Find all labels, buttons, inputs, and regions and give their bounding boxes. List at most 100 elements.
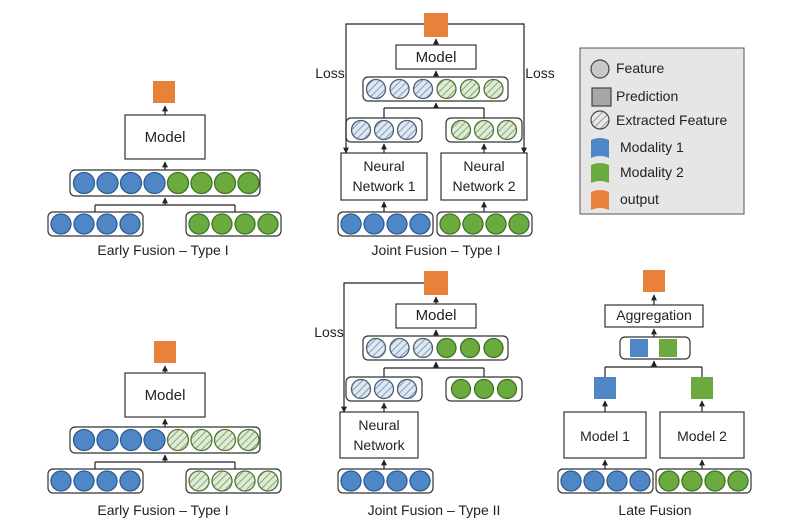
early2-modality2-container	[185, 468, 282, 494]
late-modality1-prediction	[594, 377, 616, 399]
early1-concat-feature-2	[96, 171, 119, 195]
joint2-modality1-feature-4	[409, 470, 431, 492]
early1-concat-feature-5	[166, 171, 190, 195]
joint2-loss: Loss	[314, 324, 344, 340]
joint2-modality1-container	[337, 468, 434, 494]
early1-modality1-container	[47, 211, 144, 237]
joint1-modality1-feature-2	[363, 213, 385, 235]
joint2-model-box	[395, 303, 477, 329]
joint2-extracted-feature-3	[396, 378, 418, 400]
early1-output-square	[153, 81, 175, 103]
joint1-modality2-feature-2	[462, 213, 484, 235]
early1-concat-feature-3	[119, 171, 143, 195]
joint1-loss-left: Loss	[315, 65, 345, 81]
early2-concat-feature-5	[166, 428, 190, 452]
early2-modality2-feature-3	[234, 470, 256, 492]
legend-extracted-icon	[590, 110, 610, 130]
joint2-modality2-feature-2	[473, 378, 495, 400]
joint2-concat-feature-5	[459, 337, 481, 359]
joint1-concat-feature-6	[483, 78, 504, 100]
joint2-concat-feature-1	[365, 337, 387, 359]
joint2-loss-arrow	[341, 282, 424, 413]
late-modality2-container	[655, 468, 752, 494]
early2-modality1-feature-3	[96, 470, 118, 492]
late-prediction-blue-1	[630, 339, 648, 357]
joint2-concat-feature-3	[412, 337, 434, 359]
early1-concat-feature-6	[190, 171, 213, 195]
early1-concat-feature-1	[72, 171, 96, 195]
legend-feature-icon	[590, 59, 610, 79]
joint1-model-label: Model	[416, 49, 457, 66]
joint2-caption: Joint Fusion – Type II	[368, 502, 501, 518]
joint1-extracted2-feature-2	[473, 119, 495, 141]
joint1-extracted1-feature-2	[373, 119, 395, 141]
joint1-concat-feature-4	[436, 78, 457, 100]
joint1-modality2-feature-1	[439, 213, 461, 235]
joint1-nn1-box	[340, 152, 428, 201]
joint1-loss-right-arrow	[448, 23, 527, 154]
joint1-model-box	[395, 44, 477, 70]
early2-concat-feature-8	[237, 428, 260, 452]
early2-modality1-feature-4	[119, 470, 141, 492]
early2-concat-feature-3	[119, 428, 143, 452]
joint2-modality2-feature-1	[450, 378, 472, 400]
legend-output-label: output	[620, 191, 659, 207]
legend-extracted-label: Extracted Feature	[616, 112, 727, 128]
legend-output-icon	[591, 190, 609, 210]
late-model2-box	[659, 411, 745, 459]
joint2-nn-box	[339, 411, 419, 459]
late-output-square	[643, 270, 665, 292]
early1-concat-feature-4	[143, 171, 166, 195]
early1-modality2-feature-2	[211, 213, 233, 235]
joint1-modality1-container	[337, 211, 434, 237]
late-modality2-prediction	[691, 377, 713, 399]
joint1-concat-feature-3	[412, 78, 434, 100]
early1-modality2-container	[185, 211, 282, 237]
late-model1-label: Model 1	[580, 428, 630, 444]
early1-modality1-feature-3	[96, 213, 118, 235]
joint1-modality1-feature-3	[386, 213, 408, 235]
joint2-nn-line2: Network	[353, 437, 405, 453]
late-aggregation-label: Aggregation	[616, 307, 692, 323]
joint2-modality1-feature-2	[363, 470, 385, 492]
joint2-concat-feature-4	[436, 337, 457, 359]
joint1-extracted1-feature-3	[396, 119, 418, 141]
joint1-output-square	[424, 13, 448, 37]
early1-model-label: Model	[145, 129, 186, 146]
joint2-modality1-feature-1	[340, 470, 362, 492]
joint1-modality2-feature-3	[485, 213, 507, 235]
joint1-modality1-feature-4	[409, 213, 431, 235]
early1-modality2-feature-3	[234, 213, 256, 235]
early2-model-box	[124, 372, 206, 418]
late-modality2-feature-3	[704, 470, 726, 492]
legend-modality2-label: Modality 2	[620, 164, 684, 180]
late-prediction-green-1	[659, 339, 677, 357]
joint1-modality2-container	[436, 211, 533, 237]
late-modality2-feature-1	[658, 470, 680, 492]
early2-concat-feature-7	[213, 428, 237, 452]
joint2-output-square	[424, 271, 448, 295]
early2-modality1-container	[47, 468, 144, 494]
early2-modality2-feature-4	[257, 470, 279, 492]
early2-caption: Early Fusion – Type I	[97, 502, 228, 518]
legend-feature-label: Feature	[616, 60, 664, 76]
late-modality2-feature-4	[727, 470, 749, 492]
joint1-modality1-feature-1	[340, 213, 362, 235]
joint2-concat-feature-6	[483, 337, 504, 359]
joint1-concat-feature-2	[389, 78, 410, 100]
joint1-extracted2-feature-1	[450, 119, 472, 141]
early1-modality1-feature-4	[119, 213, 141, 235]
joint2-nn-line1: Neural	[358, 417, 399, 433]
early1-caption: Early Fusion – Type I	[97, 242, 228, 258]
late-aggregation-box	[604, 304, 704, 328]
early1-modality1-feature-1	[50, 213, 72, 235]
joint2-modality2-feature-3	[496, 378, 518, 400]
early2-modality2-feature-2	[211, 470, 233, 492]
joint1-loss-right: Loss	[525, 65, 555, 81]
legend-modality2-icon	[591, 163, 609, 183]
early1-concat-feature-7	[213, 171, 237, 195]
joint2-concat-feature-2	[389, 337, 410, 359]
joint1-concat-feature-5	[459, 78, 481, 100]
legend-modality1-icon	[591, 138, 609, 158]
